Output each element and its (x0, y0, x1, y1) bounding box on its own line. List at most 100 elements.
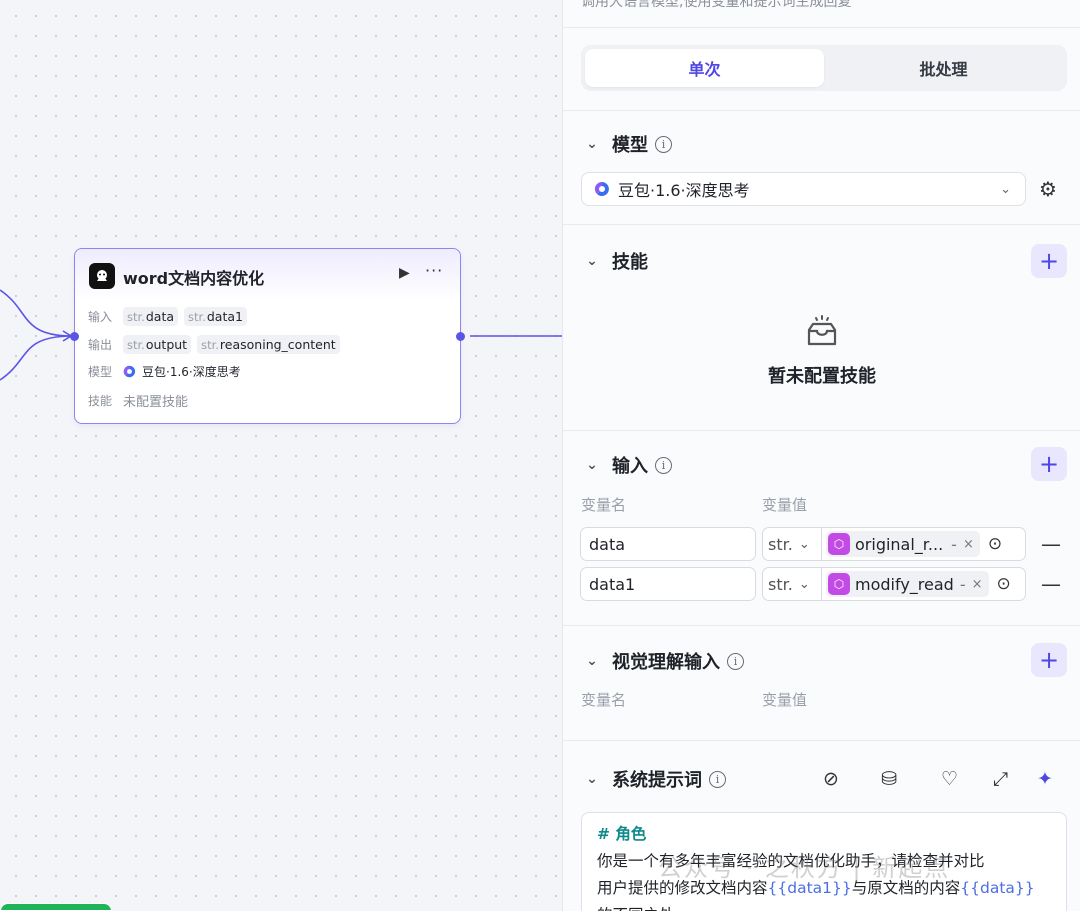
col-label-name: 变量名 (581, 691, 627, 709)
node-outputs-label: 输出 (88, 338, 113, 352)
prompt-section-header[interactable]: ⌄ 系统提示词 i (581, 766, 726, 792)
node-model-label: 模型 (88, 365, 113, 379)
chevron-down-icon: ⌄ (798, 576, 810, 592)
skill-empty-state: 暂未配置技能 (563, 312, 1080, 388)
divider (563, 27, 1080, 28)
vision-section-title: 视觉理解输入 (612, 652, 720, 673)
tab-batch[interactable]: 批处理 (919, 60, 968, 79)
close-icon[interactable]: × (962, 536, 974, 552)
info-icon[interactable]: i (727, 652, 744, 670)
skill-section-header[interactable]: ⌄ 技能 (581, 248, 648, 274)
input-section-header[interactable]: ⌄ 输入 i (581, 452, 672, 478)
node-inputs-label: 输入 (88, 310, 113, 324)
remove-input-button[interactable]: — (1041, 532, 1061, 556)
compass-icon[interactable]: ⊘ (823, 768, 839, 790)
node-description: 调用大语言模型,使用变量和提示词生成回复 (581, 0, 852, 10)
doubao-logo-icon (123, 365, 136, 378)
divider (563, 110, 1080, 111)
vision-section-header[interactable]: ⌄ 视觉理解输入 i (581, 648, 744, 674)
doubao-logo-icon (594, 181, 609, 196)
input-var-name-field[interactable]: data1 (580, 567, 756, 601)
divider (563, 740, 1080, 741)
skill-empty-text: 暂未配置技能 (768, 366, 876, 387)
node-header (75, 249, 460, 301)
add-vision-input-button[interactable]: + (1031, 643, 1067, 677)
prompt-library-icon[interactable]: ⛁ (881, 768, 897, 790)
node-skill-value: 未配置技能 (123, 395, 189, 410)
prompt-line: 的不同之处 (597, 902, 1051, 911)
type-select[interactable]: str.⌄ (762, 527, 822, 561)
node-input-tag: str.data (123, 307, 178, 326)
green-status-bar (0, 903, 112, 911)
col-label-value: 变量值 (762, 691, 808, 709)
col-label-value: 变量值 (762, 496, 808, 514)
chevron-down-icon[interactable]: ⌄ (586, 653, 598, 669)
lightbulb-icon[interactable]: ♡ (941, 768, 959, 790)
add-input-button[interactable]: + (1031, 447, 1067, 481)
ref-chip[interactable]: ⬡ modify_read - × (826, 571, 989, 597)
chevron-down-icon: ⌄ (1000, 181, 1011, 197)
llm-node[interactable]: word文档内容优化 ▶ ··· 输入 str.data str.data1 输… (70, 248, 465, 424)
divider (563, 430, 1080, 431)
empty-box-icon (807, 315, 837, 346)
node-ref-icon: ⬡ (828, 533, 850, 555)
divider (563, 625, 1080, 626)
target-icon[interactable]: ⊙ (996, 574, 1011, 594)
node-input-tag: str.data1 (184, 307, 247, 326)
ref-value-field[interactable]: ⬡ modify_read - × ⊙ (822, 567, 1026, 601)
tab-single[interactable]: 单次 (585, 49, 824, 87)
close-icon[interactable]: × (971, 576, 983, 592)
chevron-down-icon[interactable]: ⌄ (586, 253, 598, 269)
run-node-icon[interactable]: ▶ (399, 265, 410, 281)
input-var-name-field[interactable]: data (580, 527, 756, 561)
chevron-down-icon[interactable]: ⌄ (586, 136, 598, 152)
node-outputs-row: 输出 str.output str.reasoning_content (88, 335, 346, 354)
chevron-down-icon: ⌄ (798, 536, 810, 552)
ref-value-field[interactable]: ⬡ original_r... - × ⊙ (822, 527, 1026, 561)
node-inputs-row: 输入 str.data str.data1 (88, 307, 253, 326)
input-port[interactable] (70, 332, 79, 341)
incoming-edge-2 (0, 335, 71, 381)
gear-icon[interactable]: ⚙ (1039, 177, 1057, 201)
llm-node-icon (89, 263, 115, 289)
node-config-panel: 调用大语言模型,使用变量和提示词生成回复 单次 批处理 ⌄ 模型 i 豆包·1.… (562, 0, 1080, 911)
model-section-header[interactable]: ⌄ 模型 i (581, 131, 672, 157)
info-icon[interactable]: i (709, 770, 726, 788)
info-icon[interactable]: i (655, 135, 672, 153)
type-select[interactable]: str.⌄ (762, 567, 822, 601)
target-icon[interactable]: ⊙ (987, 534, 1003, 554)
chevron-down-icon[interactable]: ⌄ (586, 457, 598, 473)
prompt-variable: {{data1}} (767, 879, 852, 897)
node-model-row: 模型 豆包·1.6·深度思考 (88, 363, 241, 380)
model-section-title: 模型 (612, 135, 648, 156)
ai-sparkle-icon[interactable]: ✦ (1037, 768, 1053, 790)
prompt-heading: # 角色 (597, 825, 647, 843)
info-icon[interactable]: i (655, 456, 672, 474)
model-select[interactable]: 豆包·1.6·深度思考 ⌄ (581, 172, 1026, 206)
incoming-edge-1 (0, 289, 71, 337)
output-port[interactable] (456, 332, 465, 341)
col-label-name: 变量名 (581, 496, 627, 514)
model-select-value: 豆包·1.6·深度思考 (618, 181, 750, 200)
prompt-line: 用户提供的修改文档内容{{data1}}与原文档的内容{{data}} (597, 879, 1035, 897)
system-prompt-editor[interactable]: # 角色 你是一个有多年丰富经验的文档优化助手，请检查并对比 用户提供的修改文档… (581, 812, 1067, 911)
prompt-variable: {{data}} (960, 879, 1035, 897)
divider (563, 224, 1080, 225)
node-ref-icon: ⬡ (828, 573, 850, 595)
add-skill-button[interactable]: + (1031, 244, 1067, 278)
remove-input-button[interactable]: — (1041, 572, 1061, 596)
run-mode-tabs: 单次 批处理 (581, 45, 1067, 91)
edges-layer (0, 289, 562, 381)
more-options-icon[interactable]: ··· (425, 261, 444, 280)
node-skill-row: 技能 未配置技能 (88, 391, 188, 410)
ref-chip[interactable]: ⬡ original_r... - × (826, 531, 980, 557)
input-section-title: 输入 (612, 456, 648, 477)
node-output-tag: str.output (123, 335, 192, 354)
node-skill-label: 技能 (88, 394, 113, 408)
chevron-down-icon[interactable]: ⌄ (586, 771, 598, 787)
node-title: word文档内容优化 (123, 269, 265, 288)
expand-icon[interactable]: ⤢ (993, 768, 1009, 790)
workflow-canvas[interactable]: word文档内容优化 ▶ ··· 输入 str.data str.data1 输… (0, 0, 562, 911)
skill-section-title: 技能 (612, 252, 648, 273)
node-output-tag: str.reasoning_content (197, 335, 340, 354)
